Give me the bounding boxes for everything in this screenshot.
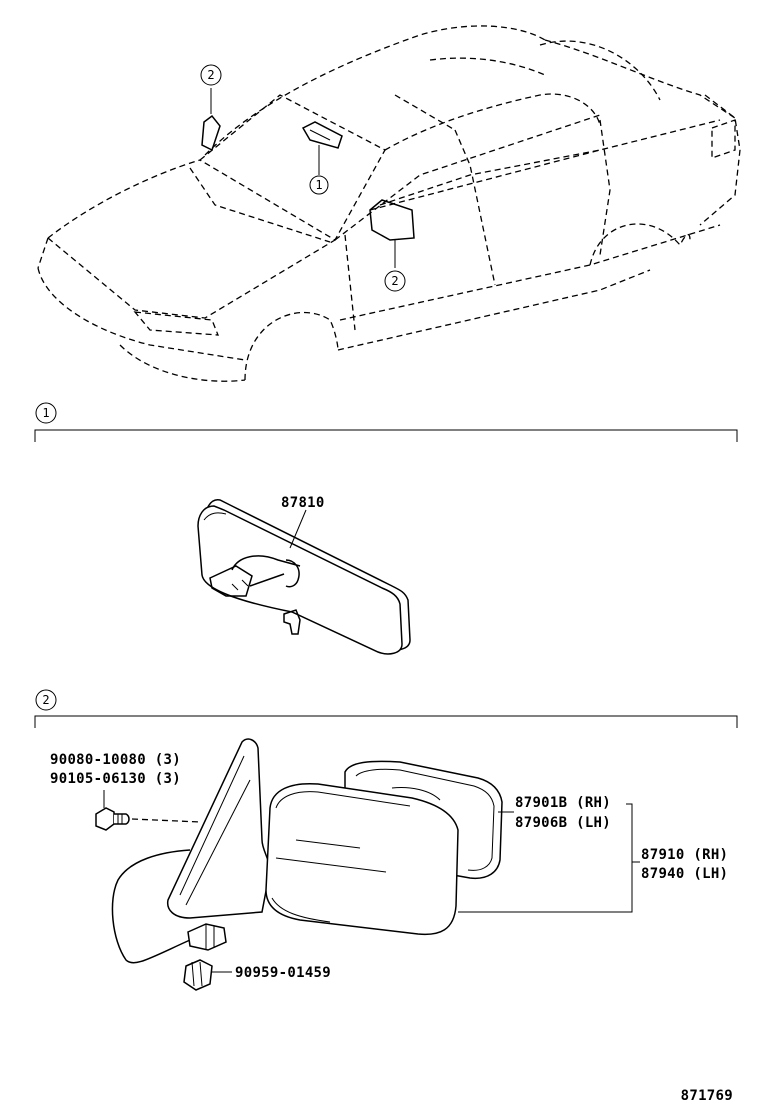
svg-text:2: 2 xyxy=(42,693,49,707)
part-label-87910: 87910 (RH) xyxy=(641,847,728,863)
part-label-90105-06130: 90105-06130 (3) xyxy=(50,771,181,787)
svg-text:1: 1 xyxy=(42,406,49,420)
leader-lines xyxy=(458,803,640,913)
outer-rear-view-mirror xyxy=(111,738,503,991)
outer-mirror-left-location xyxy=(201,88,221,152)
bolt xyxy=(95,790,201,831)
part-label-87940: 87940 (LH) xyxy=(641,866,728,882)
figure-number: 871769 xyxy=(681,1088,733,1104)
outer-mirror-right-location xyxy=(369,199,415,268)
callout-1-car: 1 xyxy=(309,175,329,195)
svg-text:2: 2 xyxy=(207,68,214,82)
part-label-87810: 87810 xyxy=(281,495,325,511)
svg-text:1: 1 xyxy=(315,178,322,192)
callout-2-side: 2 xyxy=(384,270,406,292)
inner-mirror-location xyxy=(301,121,343,175)
section-1-header: 1 xyxy=(34,402,738,442)
part-label-90959-01459: 90959-01459 xyxy=(235,965,331,981)
part-label-90080-10080: 90080-10080 (3) xyxy=(50,752,181,768)
inner-rear-view-mirror xyxy=(197,499,411,655)
part-label-87901B: 87901B (RH) xyxy=(515,795,611,811)
part-label-87906B: 87906B (LH) xyxy=(515,815,611,831)
callout-2-top: 2 xyxy=(200,64,222,86)
svg-text:2: 2 xyxy=(391,274,398,288)
section-2-header: 2 xyxy=(34,689,738,728)
car-body-outline xyxy=(37,25,741,382)
